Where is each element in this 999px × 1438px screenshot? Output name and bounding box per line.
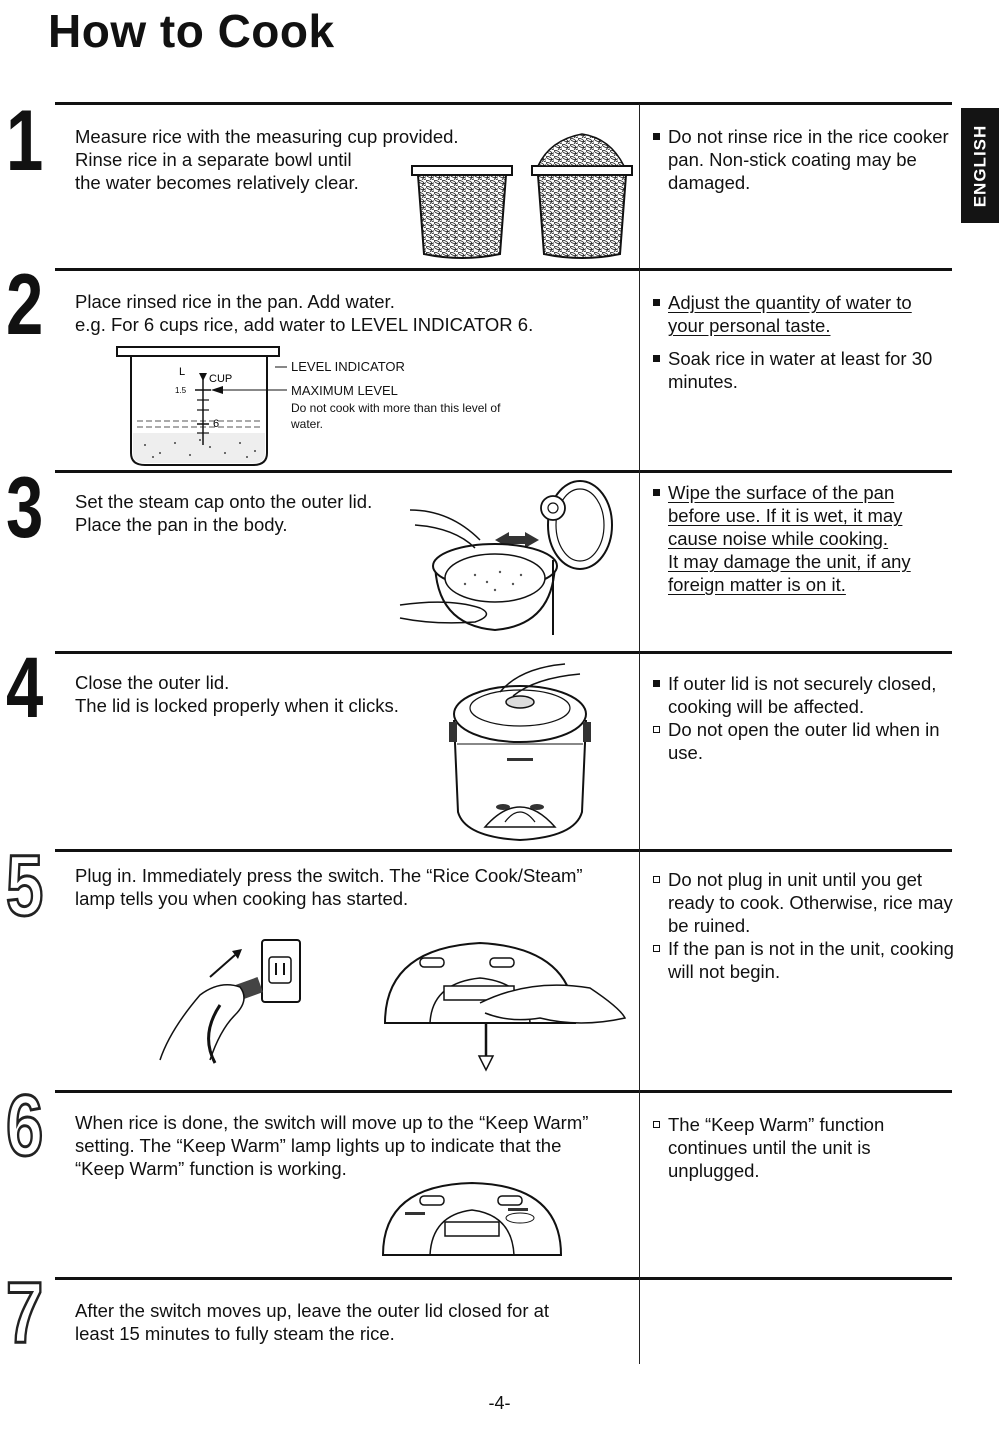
step-1-notes: Do not rinse rice in the rice cooker pan… [652,125,957,194]
step-2-notes: Adjust the quantity of water to your per… [652,291,957,393]
note-item: Wipe the surface of the pan before use. … [652,481,957,596]
page-number: -4- [488,1393,511,1413]
language-tab: ENGLISH [961,108,999,223]
maximum-level-label: MAXIMUM LEVEL [291,383,398,398]
step-5-number: 5 [5,838,45,934]
press-switch-illustration [383,941,627,1072]
section-divider [55,268,952,271]
step-7-text: After the switch moves up, leave the out… [75,1300,550,1344]
section-divider [55,470,952,473]
place-pan-illustration [399,480,613,635]
step-4-number: 4 [6,640,44,736]
step-7-number: 7 [5,1265,45,1361]
section-divider [55,849,952,852]
column-divider [639,104,640,1364]
step-5-notes: Do not plug in unit until you get ready … [652,868,957,983]
page-title: How to Cook [48,5,335,57]
step-4-text: Close the outer lid. The lid is locked p… [75,672,399,716]
note-item: If the pan is not in the unit, cooking w… [652,937,957,983]
scale-label-6: 6 [213,418,219,430]
scale-label-l: L [179,366,185,378]
step-6-notes: The “Keep Warm” function continues until… [652,1113,957,1182]
note-item: Do not open the outer lid when in use. [652,718,957,764]
section-divider [55,651,952,654]
step-1-text: Measure rice with the measuring cup prov… [75,126,459,193]
note-item: The “Keep Warm” function continues until… [652,1113,957,1182]
section-divider [55,1090,952,1093]
step-3-text: Set the steam cap onto the outer lid. Pl… [75,491,373,535]
step-4-notes: If outer lid is not securely closed, coo… [652,672,957,764]
note-item: If outer lid is not securely closed, coo… [652,672,957,718]
step-3-number: 3 [6,460,44,556]
scale-label-cup: CUP [209,373,232,385]
note-item: Adjust the quantity of water to your per… [652,291,957,337]
step-2-text: Place rinsed rice in the pan. Add water.… [75,291,534,335]
rice-cups-illustration [411,133,633,259]
step-2-number: 2 [6,257,44,353]
note-item: Do not plug in unit until you get ready … [652,868,957,937]
step-6-text: When rice is done, the switch will move … [75,1112,589,1179]
note-item: Soak rice in water at least for 30 minut… [652,347,957,393]
close-lid-illustration [449,663,591,842]
max-level-warning: Do not cook with more than this level of… [291,401,501,431]
scale-label-1-5: 1.5 [175,386,187,395]
step-5-text: Plug in. Immediately press the switch. T… [75,865,583,909]
step-1-number: 1 [6,93,44,189]
keep-warm-panel-illustration [381,1181,563,1256]
step-6-number: 6 [5,1078,45,1174]
section-divider [55,102,952,105]
step-3-notes: Wipe the surface of the pan before use. … [652,481,957,596]
section-divider [55,1277,952,1280]
level-indicator-label: LEVEL INDICATOR [291,359,405,374]
plug-in-illustration [159,939,301,1064]
pan-water-level-illustration: L CUP 1.5 6 [116,346,287,466]
note-item: Do not rinse rice in the rice cooker pan… [652,125,957,194]
